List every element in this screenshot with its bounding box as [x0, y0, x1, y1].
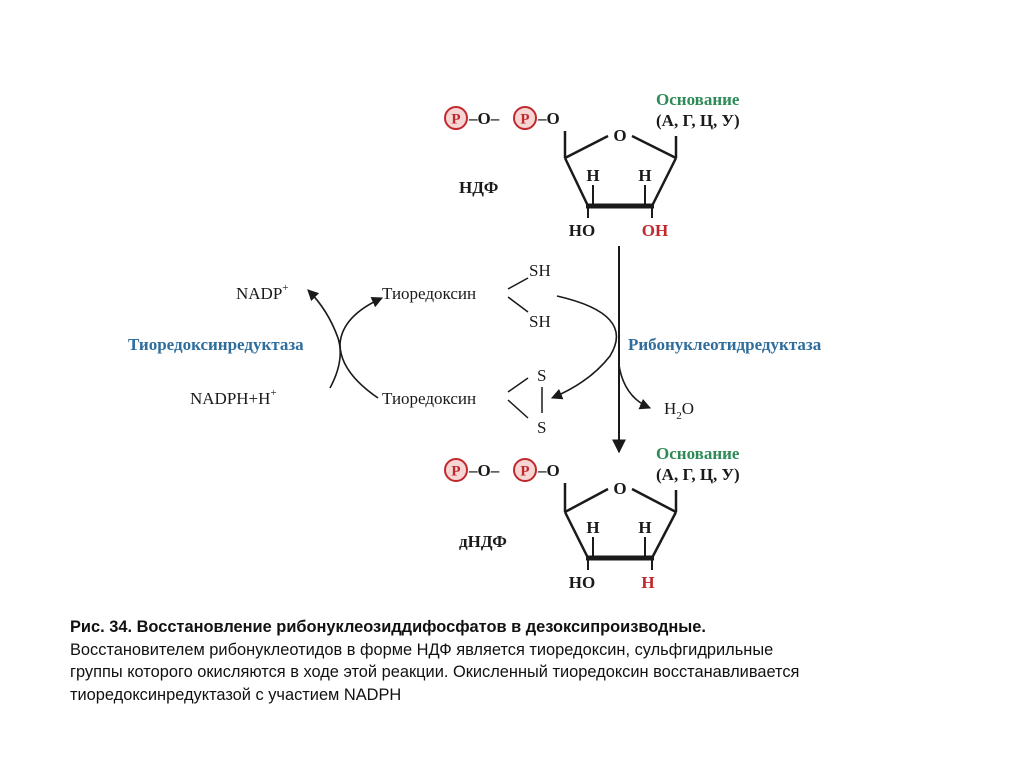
base-title: Основание: [656, 444, 740, 463]
caption-line: Восстановителем рибонуклеотидов в форме …: [70, 640, 774, 659]
thioredoxin-oxidation-arrow: [550, 295, 618, 400]
sulfhydryl-bottom: SH: [529, 312, 551, 331]
top-phosphate-2: P: [513, 106, 537, 130]
nadp-charge: +: [282, 282, 288, 294]
svg-text:NADP+: NADP+: [236, 282, 289, 303]
ring-bond: [564, 487, 609, 514]
sulfur-top: S: [537, 366, 546, 385]
c2-hydroxyl: OH: [642, 221, 668, 240]
ring-link-oxygen: –O: [537, 109, 560, 128]
s-bond: [507, 377, 529, 393]
caption-title: Рис. 34. Восстановление рибонуклеозиддиф…: [70, 618, 706, 636]
top-phosphate-1: P: [444, 106, 468, 130]
phosphate-label: P: [451, 112, 460, 128]
top-nucleotide: P –O– P –O O H H HO OH Основание (А, Г, …: [444, 90, 740, 240]
bottom-phosphate-1: P: [444, 458, 468, 482]
nadph-charge: +: [270, 387, 276, 399]
nadph-text: NADPH+H: [190, 389, 270, 408]
ring-bond: [564, 134, 609, 160]
ribonucleotide-reductase-label: Рибонуклеотидредуктаза: [628, 335, 822, 354]
water-h: H: [664, 399, 676, 418]
thioredoxin-cycle: Тиоредоксин SH SH Тиоредоксин S S NADP+ …: [128, 261, 618, 437]
c2-hydrogen: H: [638, 166, 651, 185]
bridge-oxygen: –O–: [468, 461, 500, 480]
sulfur-bottom: S: [537, 418, 546, 437]
svg-text:NADPH+H+: NADPH+H+: [190, 387, 277, 408]
sh-bond: [507, 277, 529, 290]
s-bond: [507, 399, 529, 419]
figure-caption: Рис. 34. Восстановление рибонуклеозиддиф…: [70, 616, 970, 706]
water-label: H2O: [664, 399, 694, 422]
base-options: (А, Г, Ц, У): [656, 465, 740, 484]
c2-hydrogen: H: [638, 518, 651, 537]
base-options: (А, Г, Ц, У): [656, 111, 740, 130]
ring-oxygen: O: [613, 479, 626, 498]
ring-link-oxygen: –O: [537, 461, 560, 480]
c3-hydroxyl: HO: [569, 573, 595, 592]
thioredoxin-reduced: Тиоредоксин: [382, 284, 476, 303]
ring-bond: [650, 511, 678, 559]
ring-bond: [650, 157, 678, 207]
ring-bond: [631, 134, 677, 160]
c3-hydroxyl: HO: [569, 221, 595, 240]
bottom-phosphate-2: P: [513, 458, 537, 482]
ring-bond: [631, 487, 677, 514]
water-release-arrow: [618, 364, 652, 410]
base-title: Основание: [656, 90, 740, 109]
nadp-text: NADP: [236, 284, 282, 303]
phosphate-label: P: [520, 112, 529, 128]
phosphate-circle: [444, 458, 468, 482]
ring-oxygen: O: [613, 126, 626, 145]
caption-line: тиоредоксинредуктазой с участием NADPH: [70, 685, 402, 704]
nadp-label: NADP+: [236, 282, 289, 303]
phosphate-circle: [444, 106, 468, 130]
phosphate-circle: [513, 458, 537, 482]
water-o: O: [682, 399, 694, 418]
sulfhydryl-top: SH: [529, 261, 551, 280]
svg-text:H2O: H2O: [664, 399, 694, 422]
ring-bond: [563, 511, 590, 559]
caption-line: группы которого окисляются в ходе этой р…: [70, 663, 800, 681]
dndp-name: дНДФ: [459, 532, 507, 551]
ndp-name: НДФ: [459, 178, 498, 197]
thioredoxin-reductase-label: Тиоредоксинредуктаза: [128, 335, 304, 354]
bridge-oxygen: –O–: [468, 109, 500, 128]
water-subscript: 2: [676, 410, 682, 422]
phosphate-circle: [513, 106, 537, 130]
nadph-oxidation-arrow: [307, 289, 341, 389]
thioredoxin-regeneration-arrow: [339, 297, 384, 399]
c2-hydrogen-deoxy: H: [641, 573, 654, 592]
c3-hydrogen: H: [586, 166, 599, 185]
bottom-nucleotide: P –O– P –O O H H HO H Основание (А, Г, Ц…: [444, 444, 740, 592]
phosphate-label: P: [451, 464, 460, 480]
c3-hydrogen: H: [586, 518, 599, 537]
sh-bond: [507, 296, 529, 313]
nadph-label: NADPH+H+: [190, 387, 277, 408]
ring-bond: [563, 157, 590, 207]
phosphate-label: P: [520, 464, 529, 480]
thioredoxin-oxidized: Тиоредоксин: [382, 389, 476, 408]
